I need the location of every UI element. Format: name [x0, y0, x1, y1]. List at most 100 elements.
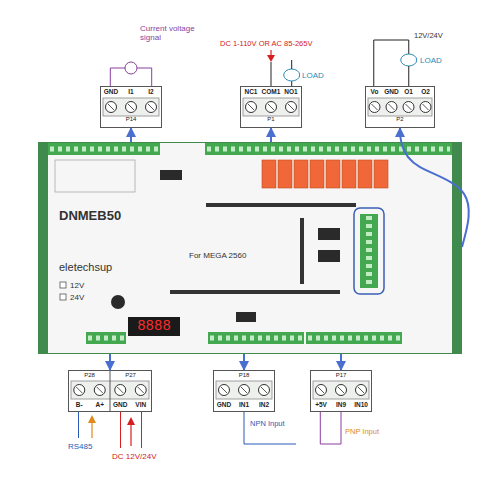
load-wire — [291, 60, 292, 69]
screw-slot — [138, 387, 144, 393]
relay — [374, 160, 388, 188]
screw-slot — [76, 387, 82, 393]
terminal-block-callout: P14GNDI1I2 — [100, 86, 162, 128]
load-wire — [271, 62, 272, 86]
screw-slot — [148, 104, 154, 110]
bus-label: RS485 — [68, 442, 112, 451]
terminal-strip — [48, 143, 160, 155]
terminal-screws — [207, 147, 450, 152]
terminal-housing — [103, 98, 159, 116]
screw-head — [246, 102, 257, 113]
load-wire — [374, 40, 409, 86]
pin-name: O2 — [410, 88, 442, 95]
terminal-strip — [208, 332, 304, 344]
highlight-frame — [354, 208, 384, 294]
pin-name: GND — [376, 88, 408, 95]
terminal-strip — [360, 214, 378, 288]
screw-slot — [128, 104, 134, 110]
load-wire — [408, 66, 409, 86]
supply-label: 12V/24V — [414, 32, 458, 41]
relay — [278, 160, 292, 188]
screw-head — [219, 385, 230, 396]
terminal-screws — [50, 147, 158, 152]
screw-terminal — [286, 102, 297, 113]
screw-head — [336, 385, 347, 396]
screw-head — [74, 385, 85, 396]
pin-name: B- — [63, 401, 95, 408]
screw-slot — [241, 387, 247, 393]
screw-terminal — [246, 102, 257, 113]
screw-head — [316, 385, 327, 396]
pin-name: I1 — [115, 88, 147, 95]
screw-head — [420, 102, 431, 113]
supply-note: DC 1-110V OR AC 85-265V — [220, 40, 332, 49]
bus-arrow — [91, 422, 92, 438]
terminal-screws — [210, 336, 302, 341]
signal-wire — [110, 68, 125, 86]
checkbox — [60, 294, 66, 300]
screw-terminal — [135, 385, 146, 396]
terminal-housing — [313, 381, 369, 399]
screw-terminal — [106, 102, 117, 113]
part-name: P2 — [384, 116, 416, 123]
pin-name: COM1 — [255, 88, 287, 95]
pin-header — [170, 290, 340, 294]
block-divider — [110, 371, 111, 411]
board-model: DNMEB50 — [59, 209, 159, 224]
terminal-strip — [205, 143, 452, 155]
ic-chip — [318, 250, 340, 262]
screw-head — [94, 385, 105, 396]
board-housing — [38, 142, 462, 354]
terminal-screws — [308, 336, 400, 341]
screw-slot — [358, 387, 364, 393]
screw-head — [386, 102, 397, 113]
pin-name: IN10 — [345, 401, 377, 408]
part-name: P27 — [115, 372, 147, 379]
screw-terminal — [259, 385, 270, 396]
input-type-label: PNP Input — [345, 428, 397, 437]
capacitor — [111, 295, 125, 309]
screw-slot — [406, 104, 412, 110]
power-arrow — [127, 417, 135, 425]
signal-source-symbol — [125, 62, 137, 74]
part-name: P1 — [255, 116, 287, 123]
screw-slot — [389, 104, 395, 110]
relay — [342, 160, 356, 188]
screw-slot — [108, 104, 114, 110]
relay — [326, 160, 340, 188]
pin-name: A+ — [84, 401, 116, 408]
screw-terminal — [219, 385, 230, 396]
compatibility-note: For MEGA 2560 — [189, 251, 279, 260]
brand-name: eletechsup — [59, 261, 149, 274]
bus-arrow — [88, 415, 96, 423]
relay — [310, 160, 324, 188]
signal-label: Current voltage signal — [140, 24, 198, 42]
pin-name: GND — [104, 401, 136, 408]
power-wire — [120, 412, 121, 448]
screw-head — [286, 102, 297, 113]
pin-name: GND — [95, 88, 127, 95]
pin-name: IN9 — [325, 401, 357, 408]
screw-terminal — [239, 385, 250, 396]
screw-terminal — [94, 385, 105, 396]
terminal-housing — [243, 98, 299, 116]
voltage-option: 24V — [70, 293, 100, 302]
screw-slot — [248, 104, 254, 110]
part-name: P14 — [115, 116, 147, 123]
pin-name: +5V — [305, 401, 337, 408]
screw-slot — [221, 387, 227, 393]
screw-head — [266, 102, 277, 113]
screw-slot — [338, 387, 344, 393]
load-symbol — [284, 69, 300, 81]
terminal-block-callout: P28P27B-A+GNDVIN — [68, 370, 152, 412]
screw-terminal — [126, 102, 137, 113]
pin-name: VIN — [125, 401, 157, 408]
screw-head — [239, 385, 250, 396]
screw-slot — [261, 387, 267, 393]
screw-terminal — [115, 385, 126, 396]
screw-slot — [423, 104, 429, 110]
pointer-arrow — [400, 128, 469, 247]
screw-terminal — [356, 385, 367, 396]
load-label: LOAD — [302, 71, 332, 80]
